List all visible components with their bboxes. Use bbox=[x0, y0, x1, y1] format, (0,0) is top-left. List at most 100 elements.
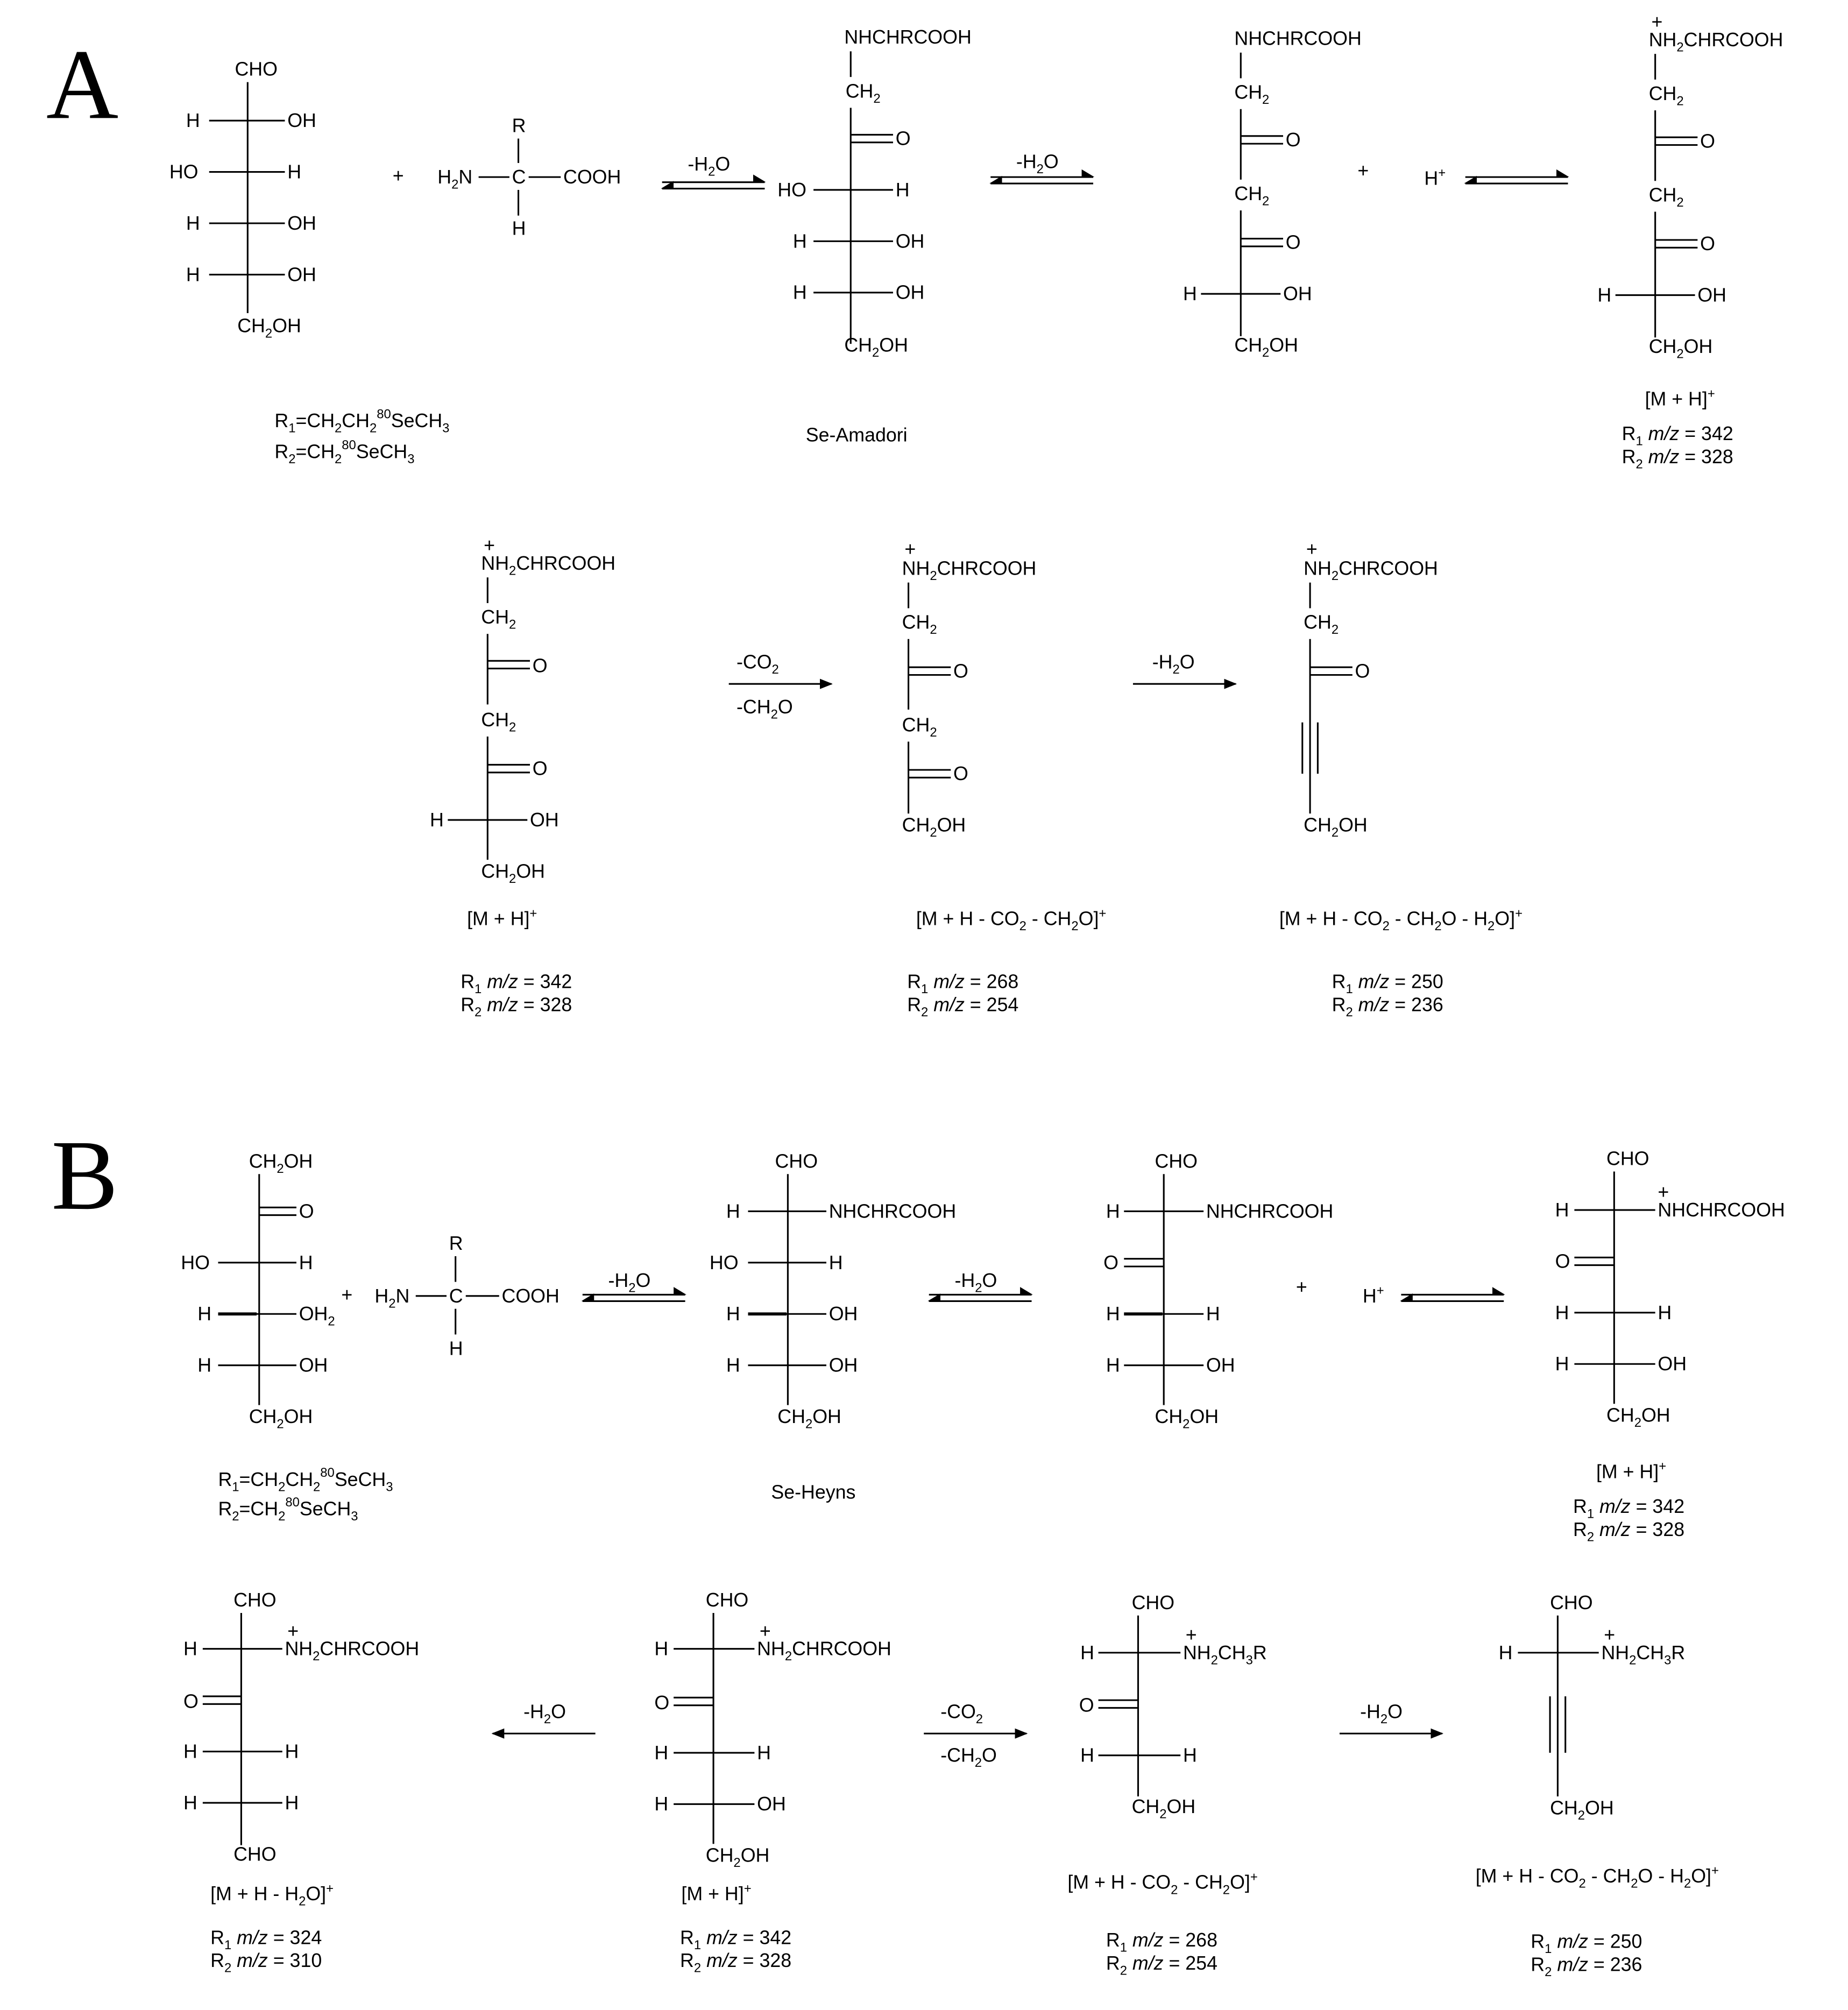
svg-text:H: H bbox=[1555, 1302, 1569, 1324]
svg-text:H: H bbox=[1080, 1642, 1094, 1664]
svg-text:CHO: CHO bbox=[233, 1589, 276, 1611]
svg-text:COOH: COOH bbox=[563, 166, 621, 188]
svg-text:CH2OH: CH2OH bbox=[249, 1406, 313, 1432]
svg-text:H: H bbox=[512, 217, 526, 239]
r1-definition-a: R1=CH2CH280SeCH3 bbox=[274, 407, 449, 436]
svg-text:CH2OH: CH2OH bbox=[706, 1845, 770, 1871]
svg-text:OH: OH bbox=[1697, 284, 1726, 306]
svg-text:CHO: CHO bbox=[1132, 1592, 1174, 1613]
svg-text:H: H bbox=[1106, 1355, 1120, 1376]
svg-text:CHO: CHO bbox=[1155, 1150, 1198, 1172]
svg-text:H: H bbox=[449, 1338, 463, 1360]
panel-label-a: A bbox=[46, 29, 118, 140]
svg-text:H: H bbox=[1106, 1303, 1120, 1325]
svg-text:CH2: CH2 bbox=[481, 709, 516, 735]
svg-text:-H2O: -H2O bbox=[954, 1270, 997, 1296]
svg-text:O: O bbox=[1355, 660, 1370, 682]
svg-text:O: O bbox=[654, 1692, 669, 1714]
ion-label-b2: [M + H - H2O]+ bbox=[210, 1881, 334, 1909]
arrow-dehydration-b1: -H2O bbox=[491, 1701, 596, 1739]
svg-text:-H2O: -H2O bbox=[608, 1270, 650, 1296]
svg-text:H: H bbox=[726, 1355, 740, 1376]
svg-text:CHO: CHO bbox=[1606, 1148, 1649, 1170]
svg-text:C: C bbox=[449, 1285, 463, 1307]
svg-text:H: H bbox=[829, 1252, 843, 1273]
fragment-structure-b-250: CHO H + NH2CH3R CH2OH bbox=[1499, 1592, 1686, 1823]
svg-text:H: H bbox=[1183, 283, 1197, 305]
svg-text:-CH2O: -CH2O bbox=[940, 1745, 997, 1771]
svg-text:H: H bbox=[183, 1792, 197, 1814]
equilibrium-arrow-a1: -H2O bbox=[661, 153, 766, 190]
svg-text:CH2OH: CH2OH bbox=[237, 315, 301, 341]
svg-text:CH2OH: CH2OH bbox=[1304, 814, 1368, 840]
svg-text:OH: OH bbox=[829, 1355, 858, 1376]
svg-text:NHCHRCOOH: NHCHRCOOH bbox=[1234, 27, 1361, 49]
svg-text:H: H bbox=[757, 1742, 771, 1764]
svg-text:+: + bbox=[1306, 539, 1318, 560]
svg-text:H: H bbox=[186, 264, 200, 285]
svg-text:CHO: CHO bbox=[233, 1843, 276, 1865]
svg-text:H: H bbox=[654, 1742, 668, 1764]
svg-text:-CH2O: -CH2O bbox=[737, 696, 793, 722]
svg-text:H: H bbox=[793, 282, 807, 303]
mz-r2-a2: R2 m/z = 328 bbox=[461, 994, 572, 1020]
panel-label-b: B bbox=[51, 1120, 118, 1231]
svg-text:+: + bbox=[1186, 1624, 1197, 1645]
svg-text:CH2OH: CH2OH bbox=[1606, 1405, 1670, 1431]
equilibrium-arrow-a2: -H2O bbox=[989, 151, 1095, 185]
equilibrium-arrow-a3 bbox=[1464, 169, 1569, 185]
svg-text:+: + bbox=[484, 535, 495, 556]
mz-r2-a4: R2 m/z = 236 bbox=[1332, 994, 1443, 1020]
svg-text:H: H bbox=[299, 1252, 313, 1273]
se-heyns-label: Se-Heyns bbox=[771, 1482, 855, 1503]
svg-text:NH2CHRCOOH: NH2CHRCOOH bbox=[1649, 29, 1783, 55]
svg-text:H: H bbox=[285, 1740, 299, 1762]
svg-text:OH: OH bbox=[287, 110, 316, 131]
svg-text:H: H bbox=[1555, 1199, 1569, 1221]
mz-r2-b3: R2 m/z = 328 bbox=[680, 1950, 791, 1976]
mz-r1-a2: R1 m/z = 342 bbox=[461, 971, 572, 996]
mz-r2-b5: R2 m/z = 236 bbox=[1531, 1954, 1642, 1979]
svg-text:H: H bbox=[285, 1792, 299, 1814]
svg-text:H: H bbox=[1106, 1200, 1120, 1222]
svg-text:O: O bbox=[183, 1690, 199, 1712]
svg-text:NH2CHRCOOH: NH2CHRCOOH bbox=[902, 557, 1037, 583]
svg-text:OH: OH bbox=[530, 809, 559, 831]
svg-text:+: + bbox=[760, 1620, 771, 1641]
svg-text:NH2CHRCOOH: NH2CHRCOOH bbox=[1304, 557, 1438, 583]
svg-text:O: O bbox=[1700, 130, 1715, 152]
h-plus-a: H+ bbox=[1424, 166, 1446, 189]
svg-text:O: O bbox=[1286, 232, 1301, 253]
svg-text:H: H bbox=[726, 1303, 740, 1325]
svg-text:H2N: H2N bbox=[437, 166, 472, 192]
svg-text:H: H bbox=[1658, 1302, 1672, 1324]
svg-text:-H2O: -H2O bbox=[1016, 151, 1059, 176]
equilibrium-arrow-b3 bbox=[1400, 1287, 1505, 1302]
ion-label-b5: [M + H - CO2 - CH2O - H2O]+ bbox=[1476, 1863, 1719, 1891]
fragment-structure-a-268: + NH2CHRCOOH CH2 O CH2 O CH2OH bbox=[902, 539, 1037, 840]
svg-text:C: C bbox=[512, 166, 526, 188]
svg-text:H: H bbox=[197, 1355, 211, 1376]
svg-text:OH: OH bbox=[1658, 1353, 1687, 1375]
ion-label-b1: [M + H]+ bbox=[1596, 1459, 1666, 1482]
svg-text:H: H bbox=[1597, 284, 1611, 306]
svg-text:CH2OH: CH2OH bbox=[1155, 1406, 1219, 1432]
svg-text:CH2OH: CH2OH bbox=[1132, 1796, 1196, 1822]
ion-label-a2: [M + H]+ bbox=[467, 906, 537, 929]
amino-acid-structure-b: R H2N C COOH H bbox=[374, 1233, 559, 1360]
svg-text:+: + bbox=[904, 539, 916, 560]
svg-text:H2N: H2N bbox=[374, 1285, 409, 1311]
svg-text:CHO: CHO bbox=[235, 59, 277, 80]
mz-r1-b3: R1 m/z = 342 bbox=[680, 1927, 791, 1952]
svg-text:NHCHRCOOH: NHCHRCOOH bbox=[1206, 1200, 1333, 1222]
svg-text:CH2OH: CH2OH bbox=[1649, 336, 1713, 362]
svg-text:CH2: CH2 bbox=[1234, 82, 1269, 108]
svg-text:O: O bbox=[1555, 1250, 1570, 1272]
svg-text:+: + bbox=[1658, 1181, 1669, 1203]
mz-r1-a1: R1 m/z = 342 bbox=[1622, 423, 1733, 449]
